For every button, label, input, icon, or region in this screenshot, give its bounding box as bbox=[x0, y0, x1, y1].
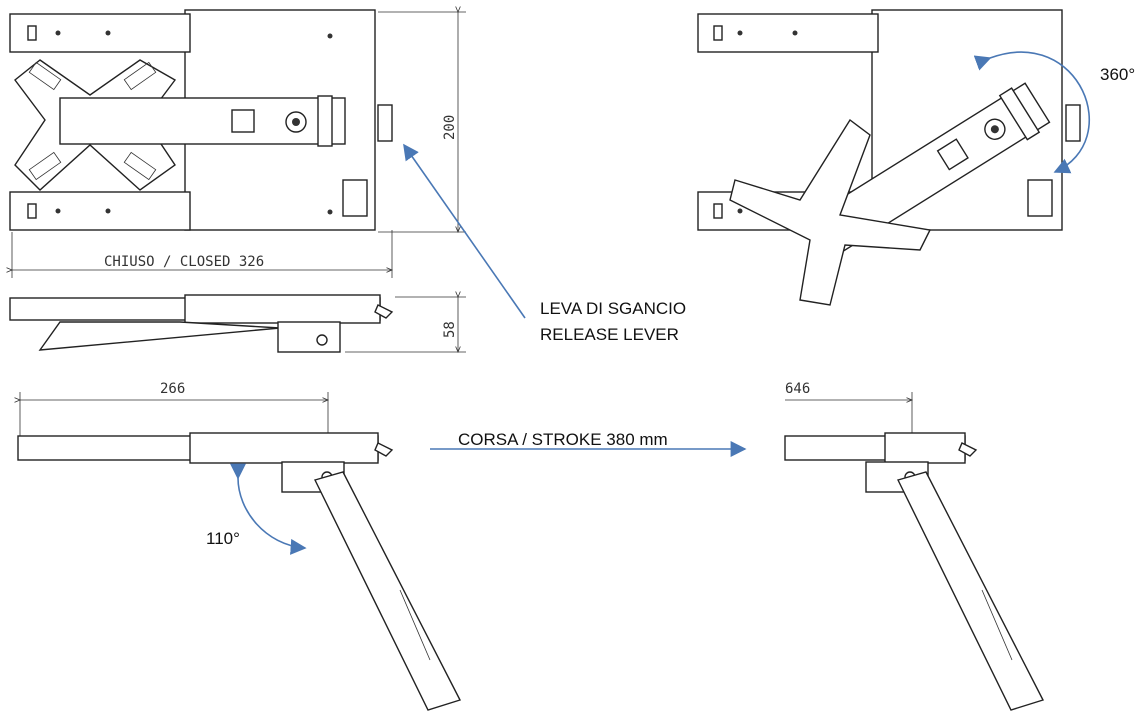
tilt-label: 110° bbox=[206, 529, 240, 548]
stroke-label: CORSA / STROKE 380 mm bbox=[458, 430, 668, 449]
thickness-dimension: 58 bbox=[442, 321, 458, 338]
plan-view-closed bbox=[9, 9, 393, 231]
release-lever-it: LEVA DI SGANCIO bbox=[540, 299, 686, 318]
side-view-open-long bbox=[784, 432, 1045, 711]
open-long-dimension: 646 bbox=[785, 381, 810, 397]
closed-dimension: CHIUSO / CLOSED 326 bbox=[104, 254, 264, 270]
side-view-open-short bbox=[17, 432, 462, 711]
rotation-label: 360° bbox=[1100, 65, 1135, 84]
height-dimension: 200 bbox=[442, 115, 458, 140]
release-lever-en: RELEASE LEVER bbox=[540, 325, 679, 344]
side-view-closed bbox=[9, 294, 394, 353]
open-short-dimension: 266 bbox=[160, 381, 185, 397]
plan-view-rotated bbox=[697, 9, 1081, 306]
